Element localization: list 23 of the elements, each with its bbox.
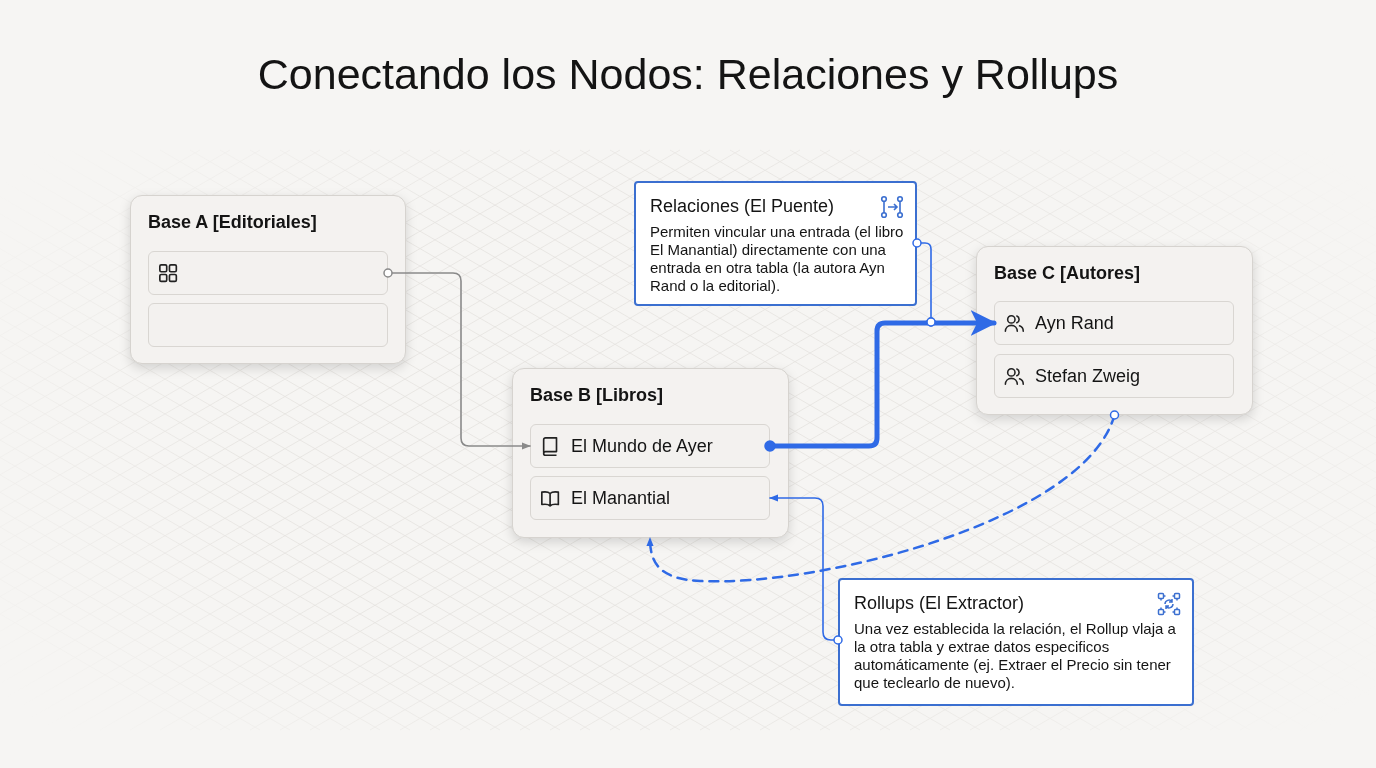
record-row [530, 476, 770, 520]
record-row [994, 301, 1234, 345]
callout-box [634, 181, 917, 306]
callout-box [838, 578, 1194, 706]
table-title: Base C [Autores] [994, 263, 1141, 284]
row-label: Ayn Rand [1035, 313, 1114, 334]
callout-text: Permiten vincular una entrada (el libro El Manantial) directamente con una entrada en otra tabla (la autora Ayn Rand o la editorial). [650, 223, 905, 295]
table-title: Base B [Libros] [530, 385, 664, 406]
row-label: El Manantial [571, 488, 671, 509]
row-label: El Mundo de Ayer [571, 436, 713, 457]
callout-text: Una vez establecida la relación, el Rollup vlaja a la otra tabla y extrae datos especificos automáticamente (ej. Extraer el Precio sin tener que teclearlo de nuevo). [854, 620, 1176, 692]
table-card [976, 246, 1253, 415]
title: Conectando los Nodos: Relaciones y Rollups [256, 50, 1120, 99]
record-row [994, 354, 1234, 398]
record-row [148, 251, 388, 295]
callout-title: Rollups (El Extractor) [854, 593, 1025, 614]
table-title: Base A [Editoriales] [148, 212, 317, 233]
record-row [530, 424, 770, 468]
table-card [130, 195, 406, 364]
callout-title: Relaciones (El Puente) [650, 196, 835, 217]
record-row [148, 303, 388, 347]
row-label: Stefan Zweig [1035, 366, 1141, 387]
table-card [512, 368, 789, 538]
